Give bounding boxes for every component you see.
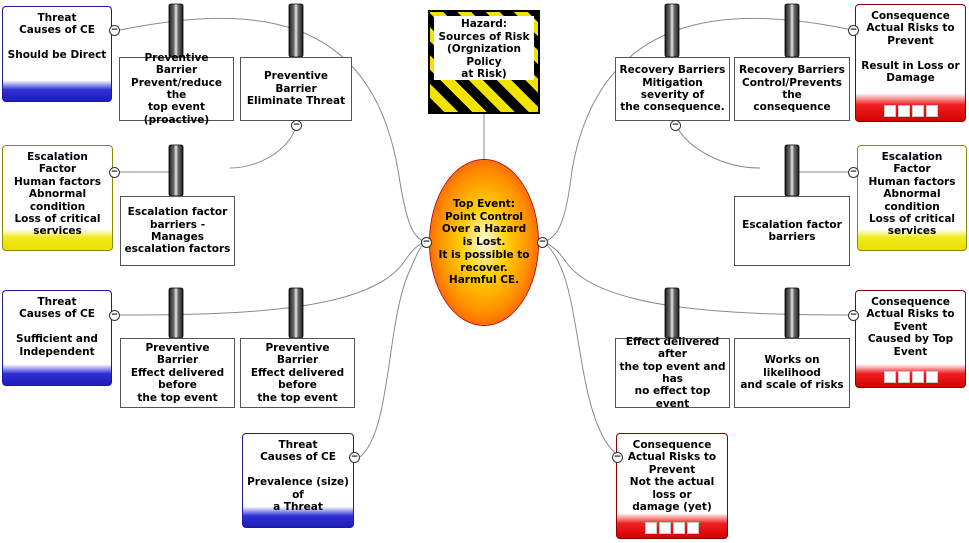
recovery-barrier-1[interactable]: Recovery Barriers Mitigation severity of… [615, 57, 730, 121]
threat-label: Threat Causes of CE Prevalence (size) of… [247, 439, 349, 513]
collapse-toggle-consequence-1[interactable]: − [848, 25, 859, 36]
top-event-ellipse[interactable]: Top Event: Point Control Over a Hazard i… [430, 160, 538, 325]
barrier-post-2 [288, 3, 304, 58]
escalation-factor-barrier-left[interactable]: Escalation factor barriers - Manages esc… [120, 196, 235, 266]
collapse-toggle-top-event-left[interactable]: − [421, 237, 432, 248]
collapse-toggle-threat-1[interactable]: − [109, 25, 120, 36]
barrier-post-1 [168, 3, 184, 58]
recovery-barrier-2[interactable]: Recovery Barriers Control/Prevents the c… [734, 57, 850, 121]
barrier-label: Recovery Barriers Control/Prevents the c… [739, 64, 845, 114]
barrier-label: Escalation factor barriers - Manages esc… [124, 206, 231, 256]
barrier-label: Preventive Barrier Effect delivered befo… [250, 342, 345, 404]
barrier-label: Works on likelihood and scale of risks [740, 354, 844, 392]
consequence-label: Consequence Actual Risks to Event Caused… [866, 296, 955, 358]
consequence-card-3[interactable]: Consequence Actual Risks to Prevent Not … [616, 433, 728, 539]
escalation-factor-card-left[interactable]: Escalation Factor Human factors Abnormal… [2, 145, 113, 251]
collapse-toggle-threat-3[interactable]: − [349, 452, 360, 463]
barrier-post-6 [664, 3, 680, 58]
hazard-label: Hazard: Sources of Risk (Orgnization Pol… [434, 16, 534, 80]
consequence-counter [883, 371, 938, 383]
collapse-toggle-preventive-2[interactable]: − [291, 120, 302, 131]
escalation-factor-label: Escalation Factor Human factors Abnormal… [14, 151, 101, 238]
escalation-factor-label: Escalation Factor Human factors Abnormal… [868, 151, 956, 238]
barrier-label: Recovery Barriers Mitigation severity of… [619, 64, 726, 114]
consequence-card-2[interactable]: Consequence Actual Risks to Event Caused… [855, 290, 966, 388]
threat-label: Threat Causes of CE Sufficient and Indep… [16, 296, 98, 358]
collapse-toggle-threat-2[interactable]: − [109, 310, 120, 321]
barrier-post-8 [784, 144, 800, 197]
barrier-label: Effect delivered after the top event and… [619, 335, 726, 410]
recovery-barrier-3[interactable]: Effect delivered after the top event and… [615, 335, 730, 410]
barrier-post-9 [664, 287, 680, 339]
barrier-post-10 [784, 287, 800, 339]
collapse-toggle-recovery-1[interactable]: − [670, 120, 681, 131]
barrier-label: Preventive Barrier Prevent/reduce the to… [131, 51, 222, 126]
consequence-label: Consequence Actual Risks to Prevent Resu… [861, 10, 960, 84]
threat-card-2[interactable]: Threat Causes of CE Sufficient and Indep… [2, 290, 112, 386]
collapse-toggle-consequence-3[interactable]: − [612, 452, 623, 463]
barrier-label: Preventive Barrier Effect delivered befo… [130, 342, 225, 404]
preventive-barrier-4[interactable]: Preventive Barrier Effect delivered befo… [240, 338, 355, 408]
barrier-post-7 [784, 3, 800, 58]
top-event-label: Top Event: Point Control Over a Hazard i… [438, 197, 530, 287]
preventive-barrier-3[interactable]: Preventive Barrier Effect delivered befo… [120, 338, 235, 408]
threat-card-3[interactable]: Threat Causes of CE Prevalence (size) of… [242, 433, 354, 528]
consequence-card-1[interactable]: Consequence Actual Risks to Prevent Resu… [855, 4, 966, 122]
barrier-label: Preventive Barrier Eliminate Threat [246, 70, 346, 108]
barrier-post-3 [168, 144, 184, 197]
barrier-post-5 [288, 287, 304, 339]
hazard-box[interactable]: Hazard: Sources of Risk (Orgnization Pol… [428, 10, 540, 114]
barrier-post-4 [168, 287, 184, 339]
preventive-barrier-1[interactable]: Preventive Barrier Prevent/reduce the to… [119, 52, 234, 126]
consequence-counter [883, 105, 938, 117]
recovery-barrier-4[interactable]: Works on likelihood and scale of risks [734, 338, 850, 408]
collapse-toggle-escalation-left[interactable]: − [109, 167, 120, 178]
consequence-label: Consequence Actual Risks to Prevent Not … [627, 439, 717, 513]
threat-label: Threat Causes of CE Should be Direct [7, 12, 107, 62]
escalation-factor-barrier-right[interactable]: Escalation factor barriers [734, 196, 850, 266]
collapse-toggle-consequence-2[interactable]: − [848, 310, 859, 321]
preventive-barrier-2[interactable]: Preventive Barrier Eliminate Threat [240, 57, 352, 121]
collapse-toggle-top-event-right[interactable]: − [537, 237, 548, 248]
collapse-toggle-escalation-right[interactable]: − [848, 167, 859, 178]
threat-card-1[interactable]: Threat Causes of CE Should be Direct [2, 6, 112, 102]
consequence-counter [645, 522, 699, 534]
escalation-factor-card-right[interactable]: Escalation Factor Human factors Abnormal… [857, 145, 967, 251]
barrier-label: Escalation factor barriers [742, 218, 842, 243]
